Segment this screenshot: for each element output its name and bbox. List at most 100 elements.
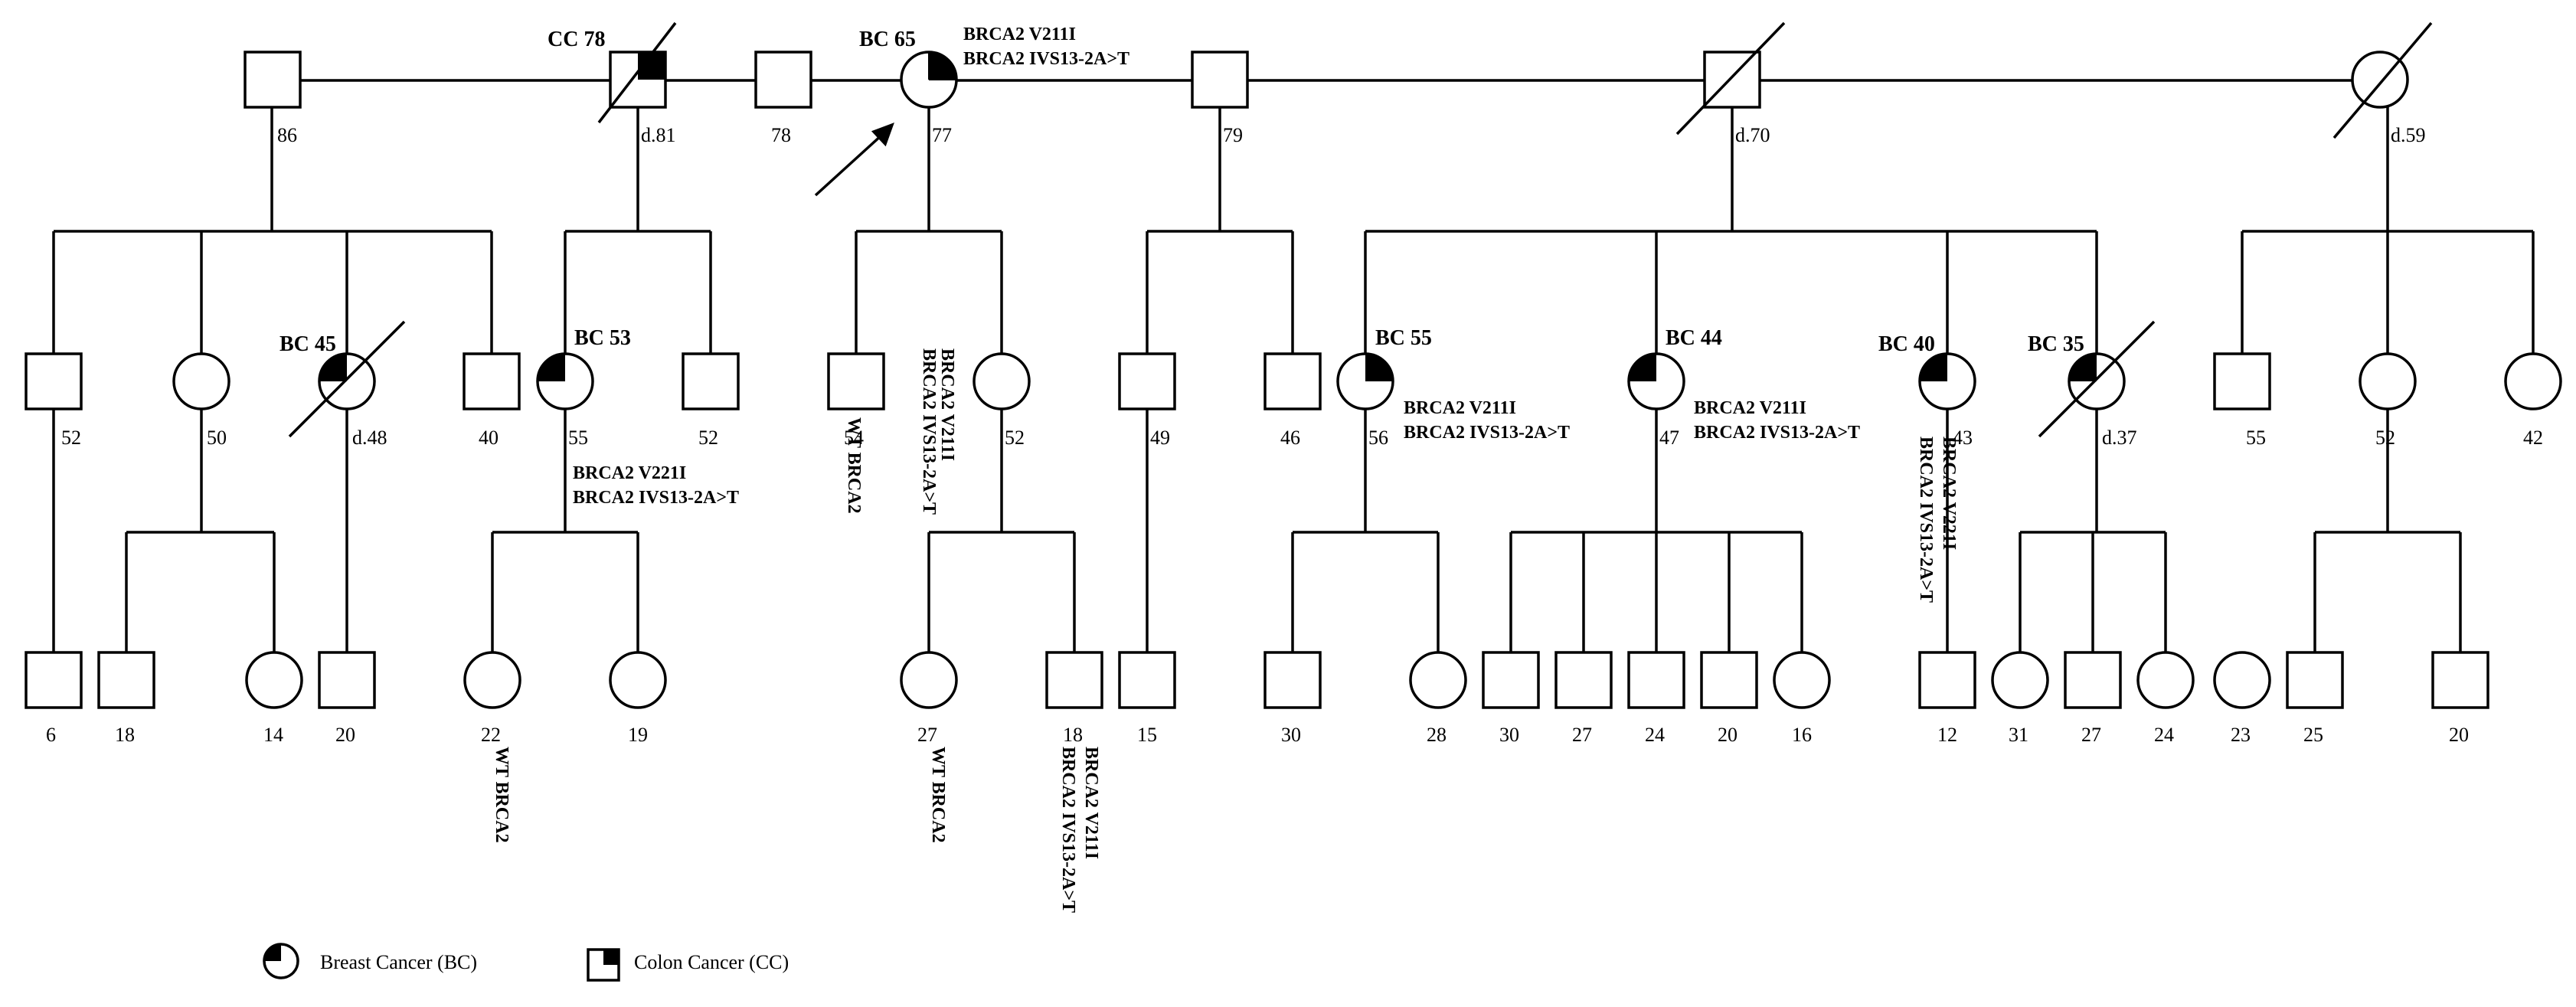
male-symbol — [2213, 352, 2271, 410]
age-label: 49 — [1150, 427, 1170, 449]
genotype-label: BRCA2 IVS13-2A>T — [1916, 436, 1936, 603]
age-label: 52 — [61, 427, 81, 449]
male-symbol — [463, 352, 521, 410]
male-symbol — [1045, 651, 1103, 709]
age-label: 12 — [1937, 724, 1957, 746]
age-label: 54 — [844, 427, 864, 449]
female-symbol — [973, 352, 1031, 410]
genotype-label: BRCA2 V211I — [1404, 398, 1516, 418]
genotype-label: BRCA2 IVS13-2A>T — [963, 49, 1129, 69]
female-symbol-breast-cancer-deceased — [288, 320, 406, 438]
age-label: d.59 — [2391, 124, 2426, 146]
condition-tag: CC 78 — [548, 28, 605, 51]
male-symbol — [318, 651, 376, 709]
age-label: 28 — [1427, 724, 1447, 746]
genotype-label: BRCA2 V211I — [963, 25, 1076, 44]
legend-colon-cancer-symbol — [587, 948, 620, 982]
genotype-label: BRCA2 V221I — [1939, 436, 1959, 550]
age-label: 20 — [2449, 724, 2469, 746]
age-label: 18 — [115, 724, 135, 746]
condition-tag: BC 55 — [1375, 326, 1432, 350]
age-label: 27 — [917, 724, 937, 746]
female-symbol-breast-cancer-deceased — [2038, 320, 2156, 438]
legend-breast-cancer-symbol — [263, 943, 299, 979]
female-symbol — [2136, 651, 2195, 709]
age-label: 31 — [2009, 724, 2028, 746]
female-symbol-breast-cancer-proband — [900, 51, 958, 109]
legend-colon-cancer-label: Colon Cancer (CC) — [634, 951, 789, 973]
male-symbol-colon-cancer — [597, 21, 677, 124]
age-label: d.70 — [1735, 124, 1770, 146]
male-symbol — [754, 51, 812, 109]
male-symbol — [1627, 651, 1685, 709]
deceased-slash — [597, 21, 677, 124]
female-symbol — [609, 651, 667, 709]
female-symbol-breast-cancer — [536, 352, 594, 410]
age-label: 22 — [481, 724, 501, 746]
male-symbol — [2064, 651, 2122, 709]
female-symbol — [900, 651, 958, 709]
age-label: d.37 — [2102, 427, 2137, 449]
age-label: 30 — [1499, 724, 1519, 746]
female-symbol — [2359, 352, 2417, 410]
condition-tag: BC 40 — [1878, 332, 1935, 356]
legend — [263, 943, 620, 982]
age-label: 16 — [1792, 724, 1812, 746]
age-label: 52 — [1005, 427, 1025, 449]
age-label: 79 — [1223, 124, 1243, 146]
genotype-label: BRCA2 IVS13-2A>T — [1694, 423, 1860, 443]
genotype-label: BRCA2 IVS13-2A>T — [573, 488, 739, 508]
condition-tag: BC 35 — [2028, 332, 2084, 356]
female-symbol-breast-cancer — [1627, 352, 1685, 410]
female-symbol — [1409, 651, 1467, 709]
age-label: 24 — [2154, 724, 2174, 746]
male-symbol — [1263, 352, 1322, 410]
condition-tag: BC 44 — [1666, 326, 1722, 350]
female-symbol — [245, 651, 303, 709]
age-label: 55 — [2246, 427, 2266, 449]
age-label: 24 — [1645, 724, 1665, 746]
genotype-label: BRCA2 V211I — [1694, 398, 1806, 418]
female-symbol — [172, 352, 230, 410]
genotype-label: WT BRCA2 — [928, 747, 948, 843]
age-label: 42 — [2523, 427, 2543, 449]
age-label: 27 — [1572, 724, 1592, 746]
age-label: 19 — [628, 724, 648, 746]
male-symbol — [97, 651, 155, 709]
male-symbol — [1700, 651, 1758, 709]
male-symbol — [1918, 651, 1976, 709]
male-symbol — [682, 352, 740, 410]
age-label: 86 — [277, 124, 297, 146]
genotype-label: BRCA2 IVS13-2A>T — [1058, 747, 1078, 913]
generation-3 — [25, 651, 2489, 709]
male-symbol — [827, 352, 885, 410]
male-symbol — [25, 352, 83, 410]
male-symbol — [1118, 651, 1176, 709]
age-label: 50 — [207, 427, 227, 449]
genotype-label: BRCA2 V221I — [573, 463, 686, 483]
female-symbol — [463, 651, 521, 709]
male-symbol — [1482, 651, 1540, 709]
condition-tag: BC 45 — [280, 332, 336, 356]
generation-1 — [244, 21, 2433, 139]
female-symbol-deceased — [2332, 21, 2433, 139]
condition-tag: BC 53 — [574, 326, 631, 350]
age-label: 52 — [2375, 427, 2395, 449]
age-label: 47 — [1659, 427, 1679, 449]
male-symbol — [244, 51, 302, 109]
generation-2 — [25, 320, 2562, 438]
male-symbol — [1118, 352, 1176, 410]
male-symbol — [2431, 651, 2489, 709]
female-symbol — [2213, 651, 2271, 709]
relationship-lines — [52, 79, 2535, 652]
male-symbol — [2286, 651, 2344, 709]
age-label: d.48 — [352, 427, 387, 449]
proband-arrow — [814, 123, 894, 197]
female-symbol — [1991, 651, 2049, 709]
age-label: 77 — [932, 124, 952, 146]
female-symbol-breast-cancer — [1336, 352, 1394, 410]
male-symbol — [1263, 651, 1322, 709]
female-symbol-breast-cancer — [1918, 352, 1976, 410]
age-label: 6 — [46, 724, 56, 746]
